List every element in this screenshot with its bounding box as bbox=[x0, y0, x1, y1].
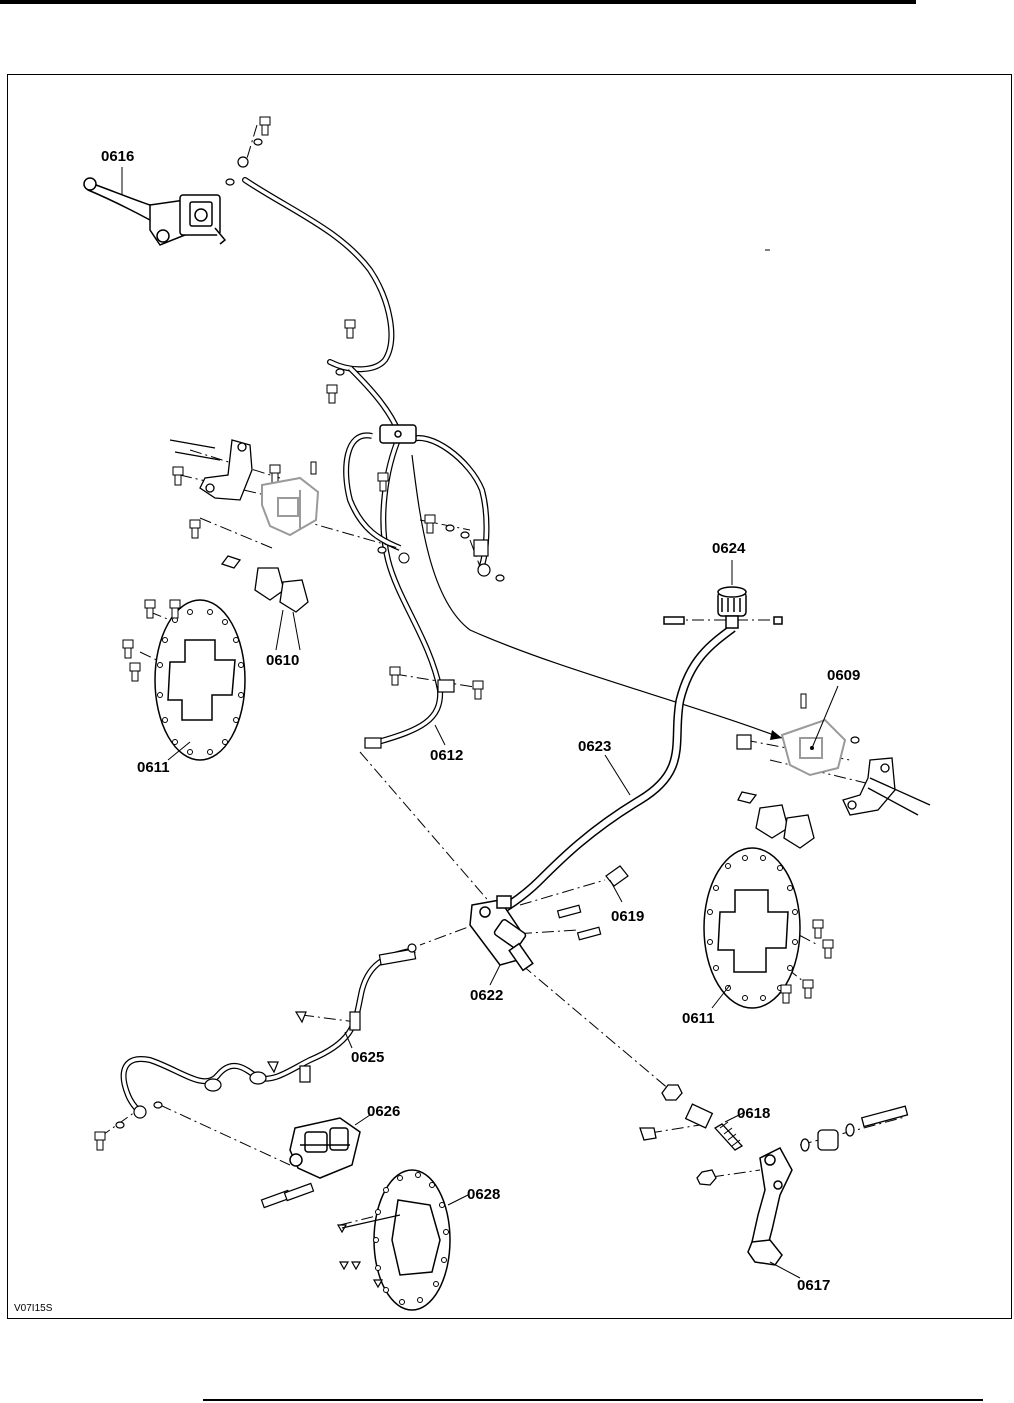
callout-leader-0612 bbox=[434, 724, 446, 746]
reservoir-hose-0623 bbox=[495, 624, 736, 916]
master-cylinder-lever-0616 bbox=[83, 177, 227, 246]
rear-caliper-bolts bbox=[260, 1182, 315, 1209]
callout-0617: 0617 bbox=[797, 1277, 830, 1294]
right-brake-caliper-0609 bbox=[736, 685, 860, 777]
brake-pedal-linkage bbox=[639, 1084, 909, 1186]
callout-leader-0628 bbox=[447, 1194, 469, 1206]
master-cylinder-bolts bbox=[556, 865, 629, 941]
callout-leader-0618 bbox=[724, 1111, 746, 1123]
left-caliper-bleeder bbox=[310, 461, 410, 564]
diagram-frame bbox=[7, 74, 1012, 1319]
callout-0628: 0628 bbox=[467, 1186, 500, 1203]
rear-brake-disc-0628 bbox=[373, 1169, 451, 1311]
left-brake-caliper-ghost bbox=[261, 476, 320, 537]
arrow-head bbox=[770, 730, 782, 740]
callout-leader-0625 bbox=[344, 1031, 353, 1049]
callout-leader-0611-right bbox=[711, 984, 731, 1009]
callout-0618: 0618 bbox=[737, 1105, 770, 1122]
banjo-fasteners bbox=[225, 116, 389, 492]
brake-pedal-0617 bbox=[747, 1147, 793, 1266]
front-left-brake-disc-0611 bbox=[154, 599, 246, 761]
front-brake-hose bbox=[242, 177, 395, 373]
callout-0612: 0612 bbox=[430, 747, 463, 764]
top-rule bbox=[0, 0, 916, 4]
front-brake-pads-0610 bbox=[220, 555, 309, 613]
right-caliper-bracket bbox=[842, 757, 931, 816]
rear-right-brake-pads bbox=[737, 791, 815, 849]
hose-clamp bbox=[364, 666, 484, 749]
callout-0611-left: 0611 bbox=[137, 759, 170, 776]
rear-hose-fittings bbox=[94, 943, 417, 1151]
brake-line-to-right-caliper bbox=[411, 454, 783, 739]
front-right-brake-disc-0611 bbox=[703, 847, 801, 1009]
callout-0622: 0622 bbox=[470, 987, 503, 1004]
callout-0624: 0624 bbox=[712, 540, 746, 557]
rear-disc-screws bbox=[336, 1214, 401, 1289]
callout-0609: 0609 bbox=[827, 667, 860, 684]
callout-leader-0626 bbox=[354, 1114, 371, 1126]
callout-leader-0610 bbox=[275, 609, 301, 651]
brake-hose-0612 bbox=[343, 365, 490, 745]
brake-tee-junction bbox=[379, 424, 417, 444]
brake-fluid-reservoir-0624 bbox=[663, 586, 783, 629]
bottom-rule bbox=[203, 1399, 983, 1401]
callout-leader-0617 bbox=[769, 1261, 801, 1279]
left-caliper-bracket bbox=[169, 439, 281, 539]
callout-leader-0623 bbox=[604, 754, 631, 796]
callout-0619: 0619 bbox=[611, 908, 644, 925]
callout-0616: 0616 bbox=[101, 148, 134, 165]
callout-leader-0622 bbox=[489, 964, 501, 986]
callout-0611-right: 0611 bbox=[682, 1010, 715, 1027]
callout-0626: 0626 bbox=[367, 1103, 400, 1120]
rear-brake-caliper-0626 bbox=[289, 1117, 361, 1179]
rear-brake-hose-0625 bbox=[120, 947, 416, 1115]
callout-leader-0619 bbox=[609, 879, 623, 903]
callout-leader-0611-left bbox=[167, 741, 191, 761]
callout-0625: 0625 bbox=[351, 1049, 384, 1066]
rear-master-cylinder-0622 bbox=[469, 895, 534, 972]
callout-0623: 0623 bbox=[578, 738, 611, 755]
right-hose-fittings bbox=[424, 514, 505, 582]
callout-0610: 0610 bbox=[266, 652, 299, 669]
figure-code: V07I15S bbox=[14, 1303, 53, 1314]
